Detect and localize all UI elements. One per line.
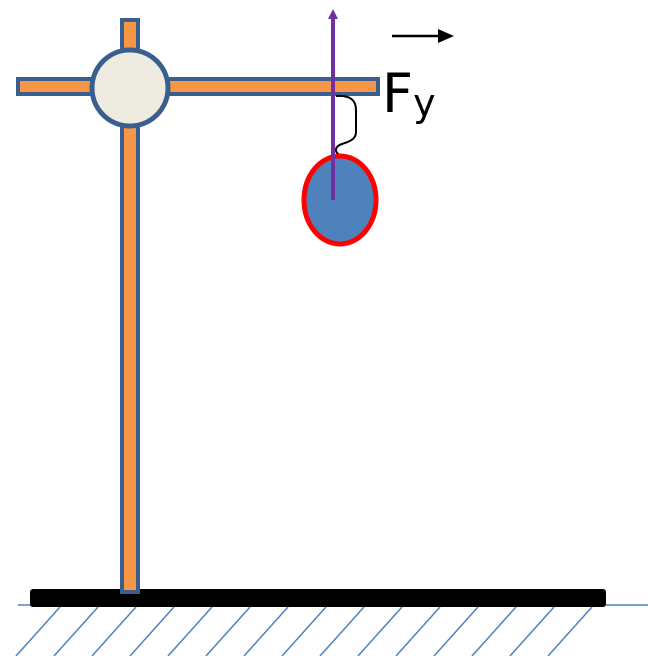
clamp-icon: [89, 47, 171, 129]
hatch-line: [433, 606, 479, 656]
horizontal-arm: [16, 77, 380, 96]
hatch-line: [53, 606, 99, 656]
hatch-line: [243, 606, 289, 656]
hatch-line: [167, 606, 213, 656]
stand-base: [30, 589, 606, 607]
ground-hatching: [15, 606, 593, 656]
hatch-line: [547, 606, 593, 656]
hatch-line: [15, 606, 61, 656]
hatch-line: [357, 606, 403, 656]
hatch-line: [509, 606, 555, 656]
force-label: Fy: [382, 62, 436, 125]
hatch-line: [471, 606, 517, 656]
force-label-main: F: [382, 62, 413, 125]
hatch-line: [205, 606, 251, 656]
ground: [15, 604, 648, 656]
thread: [334, 94, 357, 159]
hatch-line: [395, 606, 441, 656]
hanging-ball: [301, 153, 379, 247]
hatch-line: [281, 606, 327, 656]
force-label-subscript: y: [413, 81, 436, 125]
hatch-line: [91, 606, 137, 656]
hatch-line: [319, 606, 365, 656]
vector-arrow-icon: [392, 29, 454, 43]
vertical-rod: [120, 18, 140, 594]
hatch-line: [129, 606, 175, 656]
